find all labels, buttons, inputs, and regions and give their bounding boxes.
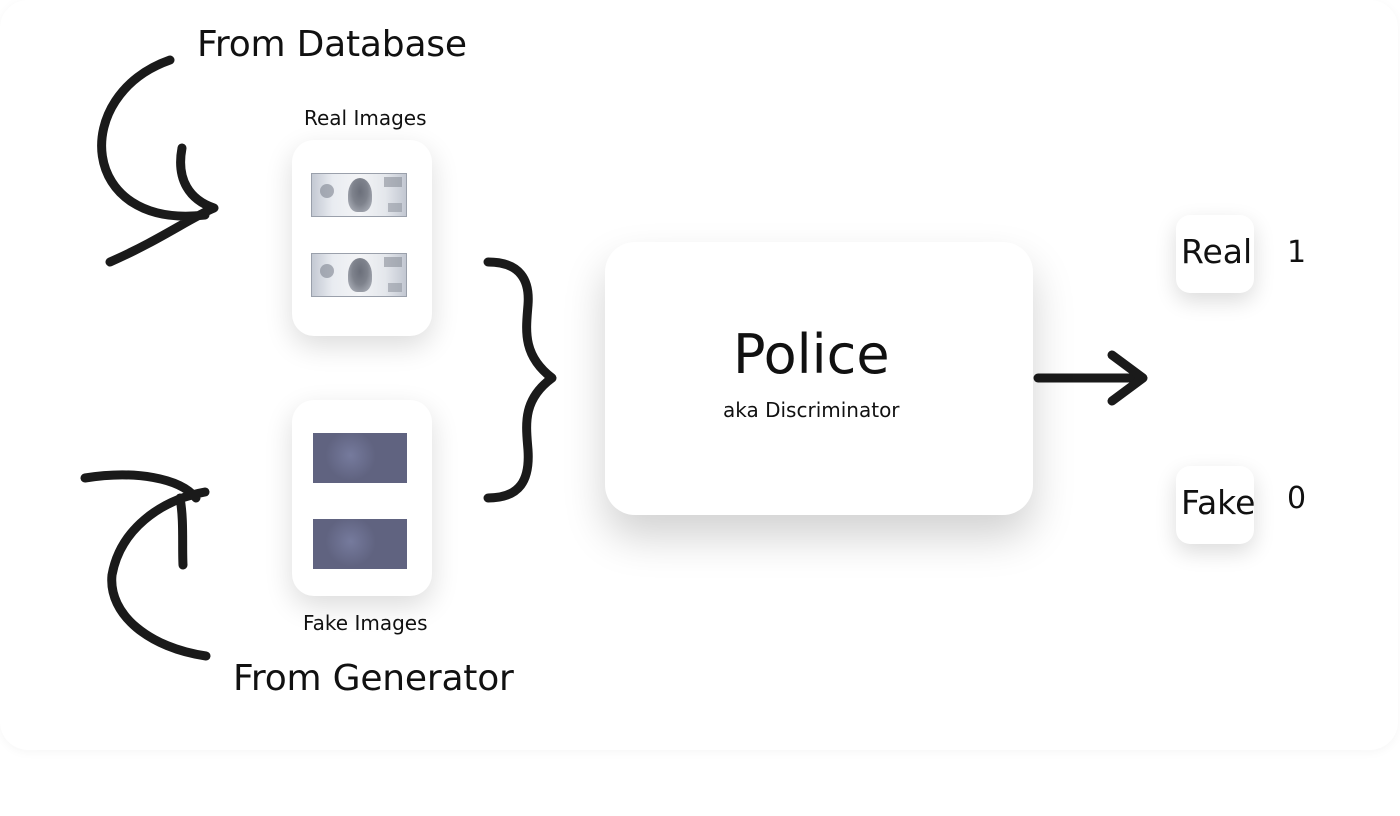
real-images-card — [292, 140, 432, 336]
fake-images-label: Fake Images — [303, 611, 428, 635]
bill-number-icon — [384, 257, 402, 267]
output-real-card: Real — [1176, 215, 1254, 293]
bill-number-icon — [388, 283, 402, 292]
discriminator-subtitle: aka Discriminator — [723, 398, 900, 422]
fake-bill-image — [313, 519, 407, 569]
fake-images-card — [292, 400, 432, 596]
bill-number-icon — [388, 203, 402, 212]
bill-seal-icon — [320, 184, 334, 198]
output-real-label: Real — [1181, 232, 1253, 271]
bracket-icon — [483, 257, 557, 503]
bill-number-icon — [384, 177, 402, 187]
real-bill-image — [311, 173, 407, 217]
fake-bill-image — [313, 433, 407, 483]
output-fake-value: 0 — [1287, 481, 1307, 516]
discriminator-title: Police — [733, 323, 890, 386]
real-bill-image — [311, 253, 407, 297]
output-real-value: 1 — [1287, 235, 1307, 270]
bill-portrait-icon — [348, 178, 372, 212]
discriminator-card: Police aka Discriminator — [605, 242, 1033, 515]
database-curved-arrow — [97, 55, 219, 267]
output-arrow-head — [1107, 350, 1148, 406]
generator-curved-arrow — [80, 470, 211, 661]
bill-seal-icon — [320, 264, 334, 278]
output-fake-card: Fake — [1176, 466, 1256, 544]
from-database-label: From Database — [197, 24, 467, 65]
output-fake-label: Fake — [1181, 483, 1256, 522]
real-images-label: Real Images — [304, 106, 427, 130]
from-generator-label: From Generator — [233, 658, 514, 699]
bill-portrait-icon — [348, 258, 372, 292]
